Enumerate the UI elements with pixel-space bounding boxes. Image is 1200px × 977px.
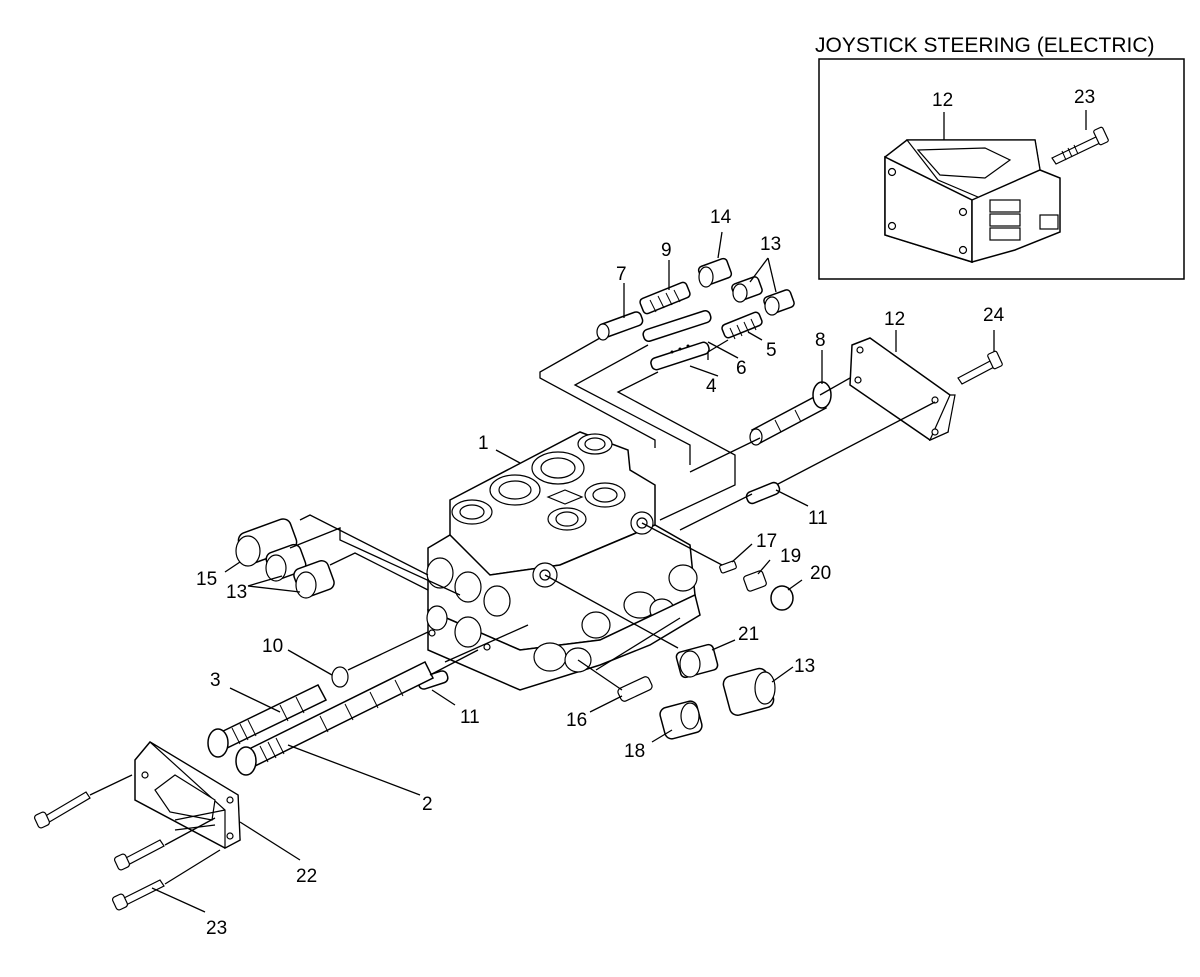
part-6-pin xyxy=(642,310,712,342)
callout-12: 12 xyxy=(884,309,905,330)
part-23-bolts xyxy=(33,791,165,911)
leader-15 xyxy=(224,561,241,573)
right-parts xyxy=(617,560,794,740)
leader-13-upper-a xyxy=(749,257,769,283)
callout-2: 2 xyxy=(422,794,433,815)
part-22-cover xyxy=(134,741,241,849)
leader-10 xyxy=(287,649,333,676)
part-14-plug xyxy=(697,257,733,288)
callout-19: 19 xyxy=(780,546,801,567)
part-10-oring xyxy=(331,666,349,688)
callout-14: 14 xyxy=(710,207,732,228)
leader-16 xyxy=(589,695,623,713)
leader-lines xyxy=(89,231,995,913)
callout-15: 15 xyxy=(196,569,217,590)
inset-label-12: 12 xyxy=(932,90,953,111)
callout-16: 16 xyxy=(566,710,587,731)
callout-4: 4 xyxy=(706,376,717,397)
part-13-plugs-upper xyxy=(731,276,795,316)
callout-13-left: 13 xyxy=(226,582,247,603)
part-18-plug xyxy=(659,700,703,740)
leader-11-upper xyxy=(775,489,809,507)
leader-18 xyxy=(651,729,673,743)
part-21-plug xyxy=(675,643,719,679)
upper-parts xyxy=(596,257,1003,505)
leader-4 xyxy=(689,365,719,377)
part-11-pin-upper xyxy=(745,481,781,505)
inset-label-23: 23 xyxy=(1074,87,1095,108)
leader-13-upper-b xyxy=(767,257,777,293)
callout-18: 18 xyxy=(624,741,645,762)
leader-19 xyxy=(757,559,771,575)
callout-11-upper: 11 xyxy=(808,508,828,529)
leader-13-right xyxy=(771,666,794,683)
callout-9: 9 xyxy=(661,240,672,261)
leader-23 xyxy=(151,887,206,913)
part-12-cover-plate xyxy=(849,337,956,442)
left-parts xyxy=(33,518,449,911)
callout-11-lower: 11 xyxy=(460,707,480,728)
callout-labels: 1 2 3 4 5 6 7 8 9 10 11 11 12 13 13 13 1… xyxy=(196,207,1005,939)
part-9-spring xyxy=(639,281,691,315)
part-4-pin xyxy=(650,341,710,371)
part-13-plug-right xyxy=(722,667,776,716)
leader-21 xyxy=(711,639,736,651)
leader-22 xyxy=(239,821,301,861)
callout-23: 23 xyxy=(206,918,227,939)
callout-20: 20 xyxy=(810,563,831,584)
callout-7: 7 xyxy=(616,264,627,285)
leader-13-left-a xyxy=(247,575,283,587)
callout-3: 3 xyxy=(210,670,221,691)
electric-valve-unit xyxy=(884,139,1061,264)
callout-10: 10 xyxy=(262,636,283,657)
part-20-cap xyxy=(770,585,794,611)
callout-17: 17 xyxy=(756,531,777,552)
inset-frame xyxy=(818,58,1185,280)
part-19-nut xyxy=(743,570,767,592)
leader-13-left-b xyxy=(247,585,301,593)
leader-14 xyxy=(717,231,723,259)
callout-22: 22 xyxy=(296,866,317,887)
part-24-bolt xyxy=(957,350,1003,385)
callout-1: 1 xyxy=(478,433,489,454)
joystick-inset: JOYSTICK STEERING (ELECTRIC) 12 23 xyxy=(815,34,1185,280)
callout-5: 5 xyxy=(766,340,777,361)
leader-3 xyxy=(229,687,281,713)
valve-body xyxy=(426,431,701,691)
part-5-spring xyxy=(721,311,763,340)
callout-6: 6 xyxy=(736,358,747,379)
part-3-spool xyxy=(207,684,328,758)
part-16-spring xyxy=(617,676,653,702)
leader-11-lower xyxy=(431,689,456,706)
leader-2 xyxy=(287,744,421,796)
callout-8: 8 xyxy=(815,330,826,351)
leader-6 xyxy=(707,341,739,359)
inset-bolt xyxy=(1051,126,1109,165)
part-15-13-plugs-left xyxy=(235,518,335,599)
leader-17 xyxy=(731,543,753,563)
callout-13-upper: 13 xyxy=(760,234,781,255)
callout-13-right: 13 xyxy=(794,656,815,677)
part-7-poppet xyxy=(596,311,644,341)
leader-5 xyxy=(747,331,763,341)
callout-24: 24 xyxy=(983,305,1005,326)
leader-20 xyxy=(787,579,803,591)
inset-title: JOYSTICK STEERING (ELECTRIC) xyxy=(815,34,1155,57)
part-2-spool xyxy=(235,660,435,776)
part-8-spool xyxy=(749,381,832,446)
part-17-screw xyxy=(719,560,737,574)
callout-21: 21 xyxy=(738,624,759,645)
